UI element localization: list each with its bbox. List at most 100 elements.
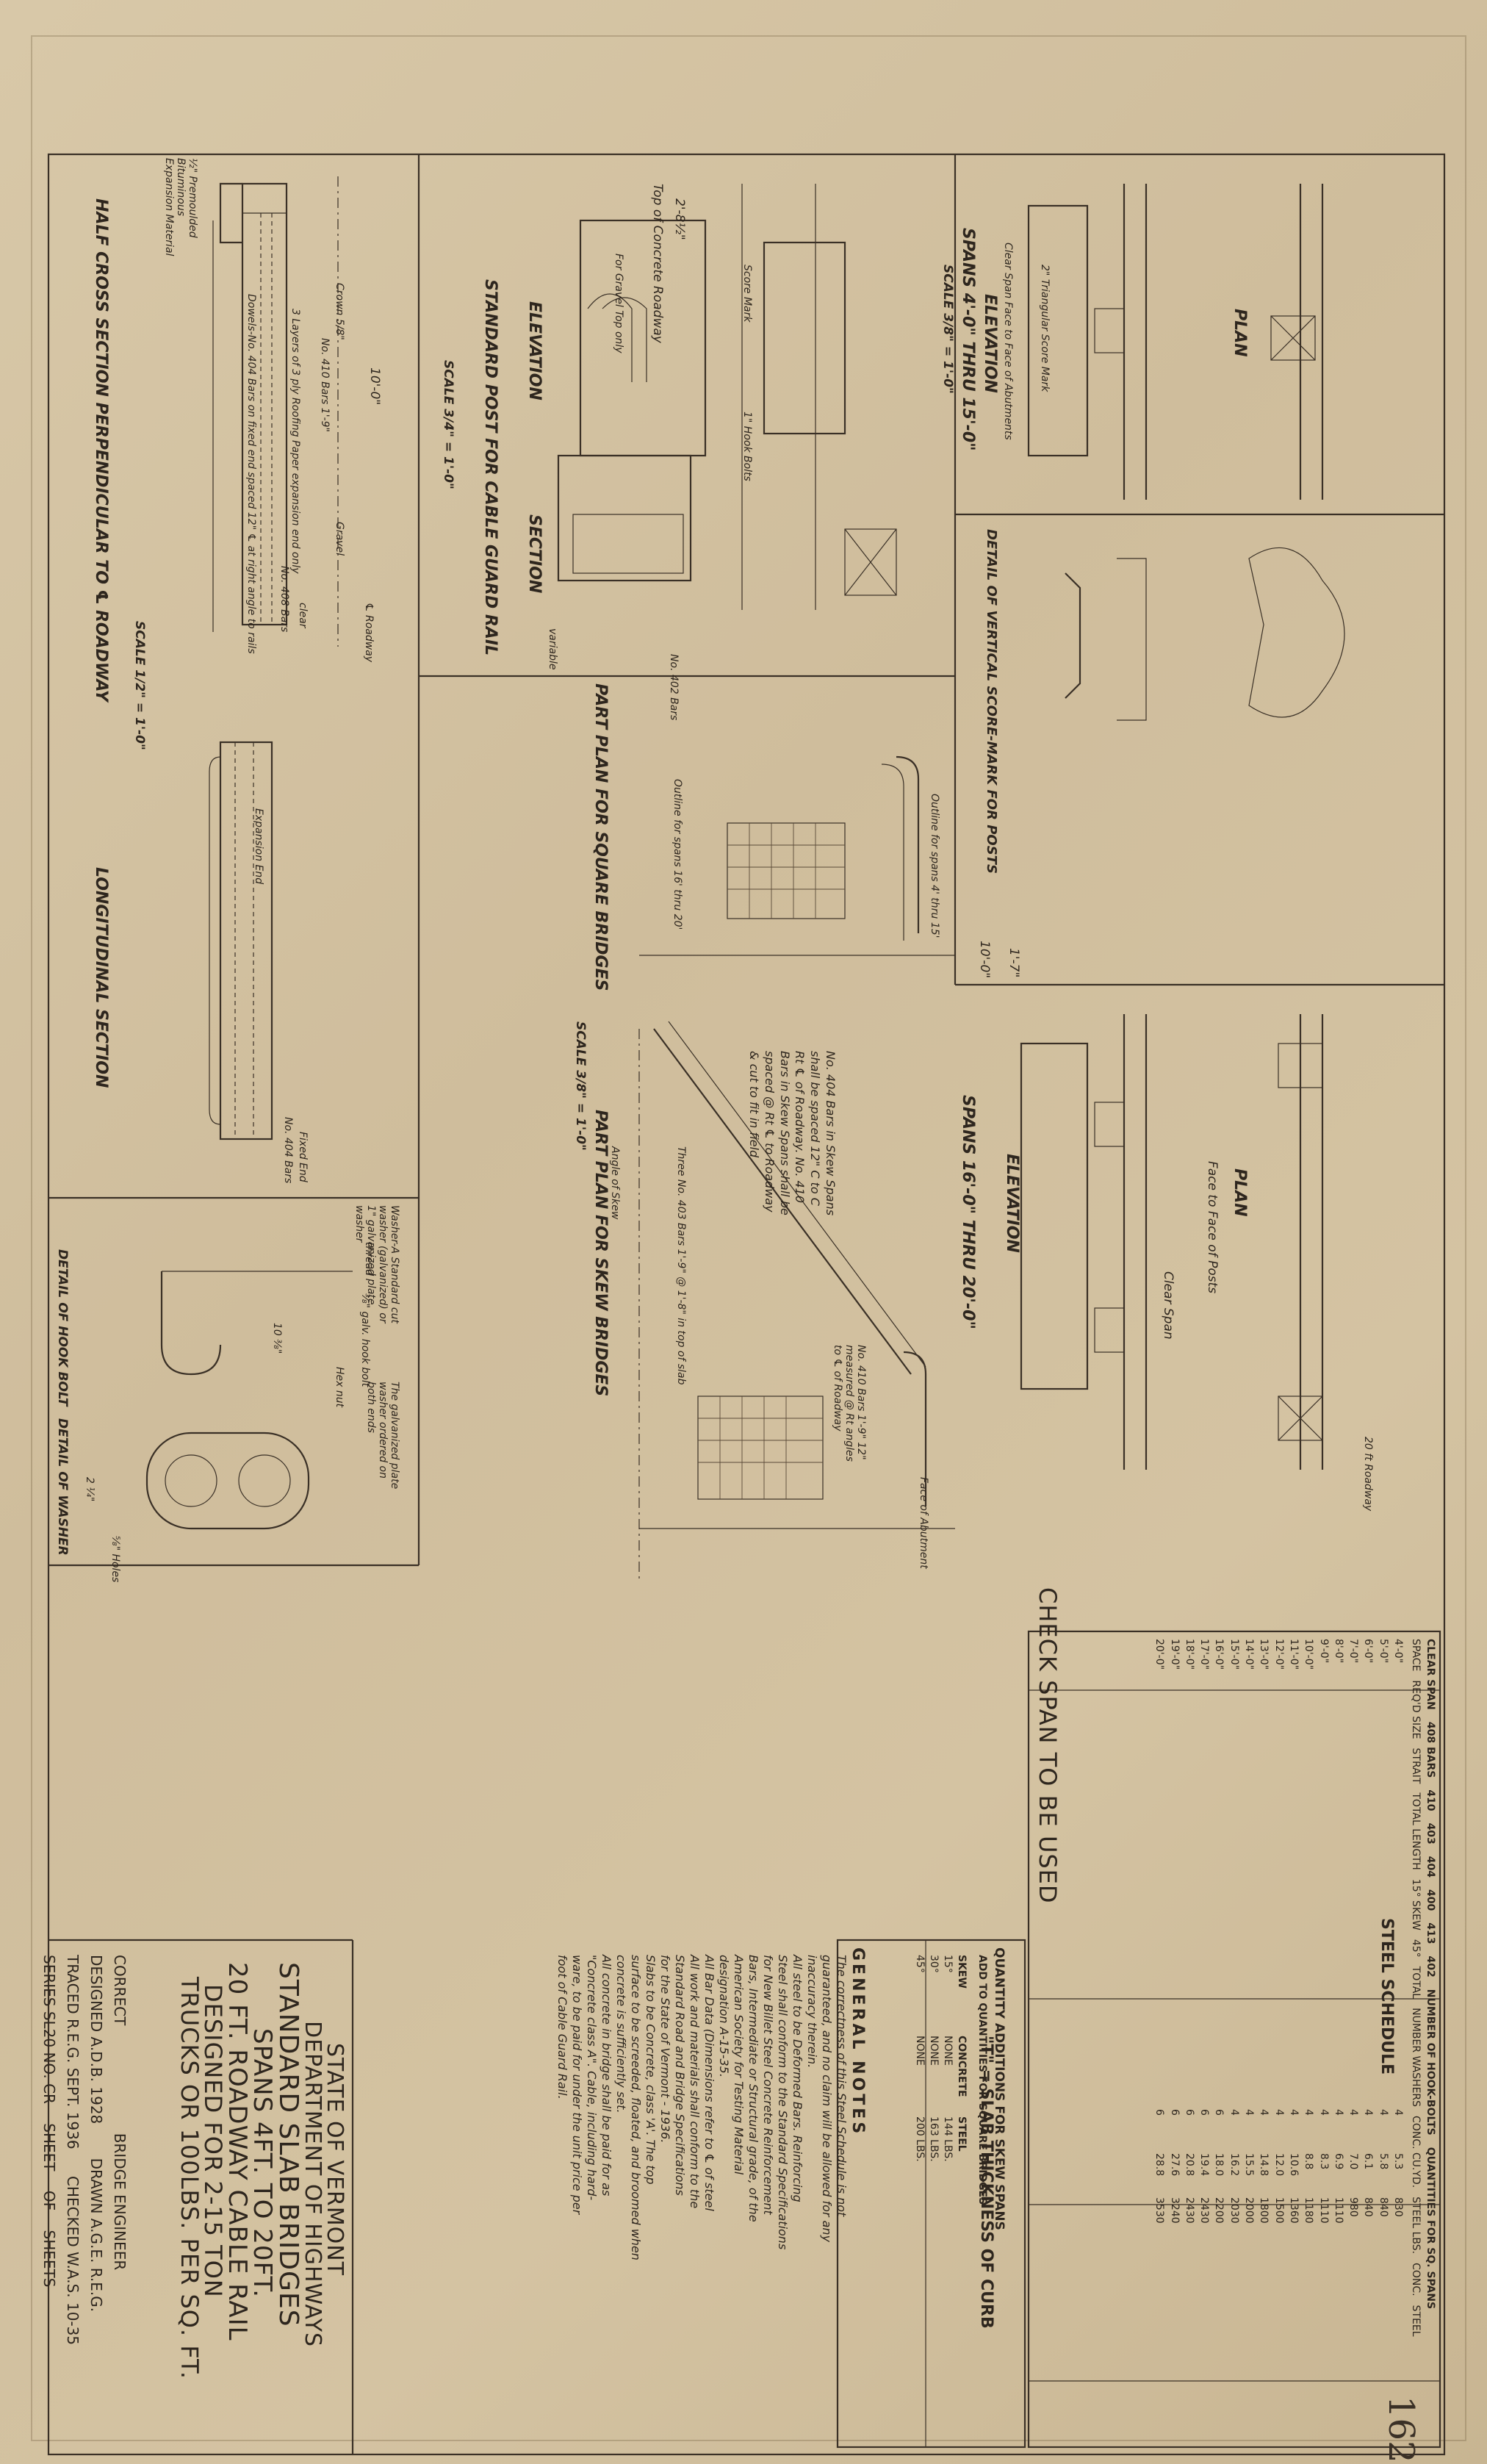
title-elevation-small: ELEVATION — [981, 294, 999, 393]
page-number: 162 — [1380, 2396, 1422, 2463]
steel-schedule-row: 8'-0"46.91110 — [1331, 1639, 1346, 2346]
title-half-cross-section: HALF CROSS SECTION PERPENDICULAR TO ℄ RO… — [92, 198, 110, 702]
quantity-box — [837, 1939, 926, 2448]
scale-standard-post: SCALE 3/4" = 1'-0" — [441, 360, 456, 489]
title-standard-post: STANDARD POST FOR CABLE GUARD RAIL — [481, 279, 500, 656]
standard-post-drawing — [557, 184, 897, 610]
label-dowels: Dowels-No. 404 Bars on fixed end spaced … — [245, 294, 257, 654]
steel-cell-span: 20'-0" — [1153, 1639, 1166, 1670]
title-post-elevation: ELEVATION — [525, 301, 544, 401]
label-hex-nut: Hex nut — [334, 1367, 345, 1408]
steel-cell-span: 12'-0" — [1272, 1639, 1285, 1670]
steel-cell-hook-bolts: 4 — [1243, 2109, 1256, 2116]
title-designed-for: DESIGNED FOR 2-15 TON — [199, 1984, 227, 2298]
label-for-gravel: For Gravel Top only — [613, 254, 624, 353]
label-roadway-20: 20 ft Roadway — [1362, 1437, 1374, 1512]
spans-16-20-drawings — [1020, 1014, 1324, 1470]
label-clear: clear — [297, 603, 309, 628]
title-washer: DETAIL OF WASHER — [55, 1418, 70, 1556]
steel-cell-steel: 1110 — [1332, 2197, 1344, 2224]
quantity-cell: NONE — [942, 2036, 954, 2066]
steel-header-cell: 410 — [1425, 1789, 1436, 1811]
label-hook-bolts: 1" Hook Bolts — [741, 412, 753, 481]
title-department: DEPARTMENT OF HIGHWAYS — [300, 2021, 325, 2348]
steel-cell-conc: 27.6 — [1168, 2153, 1181, 2177]
general-note-line: for New Billet Steel Concrete Reinforcem… — [761, 1955, 775, 2215]
title-part-plan-square: PART PLAN FOR SQUARE BRIDGES — [591, 683, 610, 991]
steel-header-cell: 402 — [1425, 1955, 1436, 1978]
sheet-label: SHEET — [40, 2123, 58, 2172]
steel-schedule-row: 17'-0"619.42430 — [1197, 1639, 1211, 2346]
quantity-cell: 45° — [914, 1955, 926, 1973]
steel-schedule-row: 18'-0"620.82430 — [1182, 1639, 1197, 2346]
steel-cell-steel: 2200 — [1213, 2197, 1225, 2224]
label-outline-small: Outline for spans 4' thru 15' — [929, 794, 940, 938]
steel-schedule: CLEAR SPAN408 BARS410403404400413402NUMB… — [1152, 1639, 1436, 2346]
steel-cell-steel: 2030 — [1228, 2197, 1240, 2224]
steel-schedule-row: 10'-0"48.81180 — [1301, 1639, 1316, 2346]
general-note-line: Standard Road and Bridge Specifications — [673, 1955, 687, 2196]
general-note-line: ware, to be paid for under the unit pric… — [570, 1955, 584, 2215]
steel-subheader-cell: REQ'D SIZE — [1410, 1680, 1422, 1739]
of-label: OF — [40, 2190, 58, 2211]
steel-cell-conc: 15.5 — [1243, 2153, 1256, 2177]
steel-cell-steel: 830 — [1392, 2197, 1404, 2217]
border-frame — [47, 153, 1446, 2456]
steel-header-cell: 413 — [1425, 1922, 1436, 1944]
steel-cell-hook-bolts: 6 — [1153, 2109, 1166, 2116]
label-face-posts: Face to Face of Posts — [1205, 1161, 1220, 1294]
label-dim-washer: 2 ¼" — [84, 1477, 96, 1502]
label-plate-washer-note: The galvanized plate washer ordered on b… — [365, 1382, 400, 1490]
general-note-line: for the State of Vermont - 1936. — [658, 1955, 672, 2144]
steel-cell-conc: 20.8 — [1183, 2153, 1195, 2177]
steel-cell-span: 18'-0" — [1183, 1639, 1195, 1670]
paper-border — [31, 35, 1466, 2441]
scale-spans-4-15: SCALE 3/8" = 1'-0" — [940, 265, 955, 394]
correct-label: CORRECT — [111, 1955, 129, 2026]
half-cross-section-drawing — [212, 176, 339, 647]
steel-cell-span: 9'-0" — [1317, 1639, 1330, 1664]
quantity-cell: 144 LBS. — [942, 2116, 954, 2162]
label-dim-hook: 10 ⅜" — [271, 1323, 283, 1354]
steel-schedule-row: 7'-0"47.0980 — [1346, 1639, 1361, 2346]
quantity-header-cell: STEEL — [956, 2116, 968, 2152]
title-signoff: CORRECT BRIDGE ENGINEER DESIGNED A.D.B. … — [40, 1955, 129, 2345]
steel-cell-hook-bolts: 6 — [1198, 2109, 1211, 2116]
general-note-line: inaccuracy therein. — [805, 1955, 819, 2069]
title-plan-small: PLAN — [1231, 309, 1249, 357]
steel-subheader-cell: SPACE — [1410, 1639, 1422, 1672]
general-note-line: "Concrete class A". Cable, including har… — [585, 1955, 599, 2201]
title-spans: SPANS 4FT. TO 20FT. — [248, 2028, 277, 2299]
label-no-404: No. 404 Bars — [282, 1117, 294, 1184]
steel-subheader-cell: STRAIT — [1410, 1748, 1422, 1784]
steel-cell-span: 15'-0" — [1228, 1639, 1240, 1670]
label-clear-span-face: Clear Span Face to Face of Abutments — [1002, 243, 1014, 440]
quantity-cell: 15° — [942, 1955, 954, 1973]
quantity-cell: 163 LBS. — [928, 2116, 940, 2162]
label-dim-2-8: 2'-8½" — [672, 198, 687, 240]
steel-cell-hook-bolts: 4 — [1228, 2109, 1240, 2116]
steel-cell-conc: 7.0 — [1347, 2153, 1360, 2170]
label-layers: 3 Layers of 3 ply Roofing Paper expansio… — [289, 309, 301, 574]
label-1-7: 1'-7" — [1007, 948, 1021, 978]
general-note-line: The correctness of this Steel Schedule i… — [835, 1955, 849, 2217]
label-premoulded: ½" Premoulded Bituminous Expansion Mater… — [163, 158, 198, 256]
label-three-bars: Three No. 403 Bars 1'-9" @ 1'-8" in top … — [675, 1146, 687, 1385]
bridge-engineer-label: BRIDGE ENGINEER — [111, 2133, 129, 2271]
steel-header-cell: QUANTITIES FOR SQ. SPANS — [1425, 2147, 1436, 2310]
steel-header-cell: 400 — [1425, 1889, 1436, 1911]
steel-subheader-cell: STEEL — [1410, 2305, 1422, 2337]
series-label: SERIES SL20 NO. CR — [40, 1955, 58, 2104]
title-check-span: CHECK SPAN TO BE USED — [1034, 1587, 1062, 1904]
steel-cell-steel: 2430 — [1198, 2197, 1211, 2224]
label-score-mark: Score Mark — [741, 265, 753, 323]
title-spans-4-15: SPANS 4'-0" THRU 15'-0" — [959, 228, 977, 451]
checked-label: CHECKED W.A.S. 10-35 — [64, 2175, 82, 2346]
steel-cell-span: 14'-0" — [1243, 1639, 1256, 1670]
steel-cell-conc: 18.0 — [1213, 2153, 1225, 2177]
part-plan-skew-drawing — [638, 1021, 955, 1580]
general-note-line: designation A-15-35. — [717, 1955, 731, 2077]
steel-cell-hook-bolts: 4 — [1392, 2109, 1404, 2116]
steel-cell-hook-bolts: 6 — [1183, 2109, 1195, 2116]
steel-cell-span: 4'-0" — [1392, 1639, 1404, 1664]
